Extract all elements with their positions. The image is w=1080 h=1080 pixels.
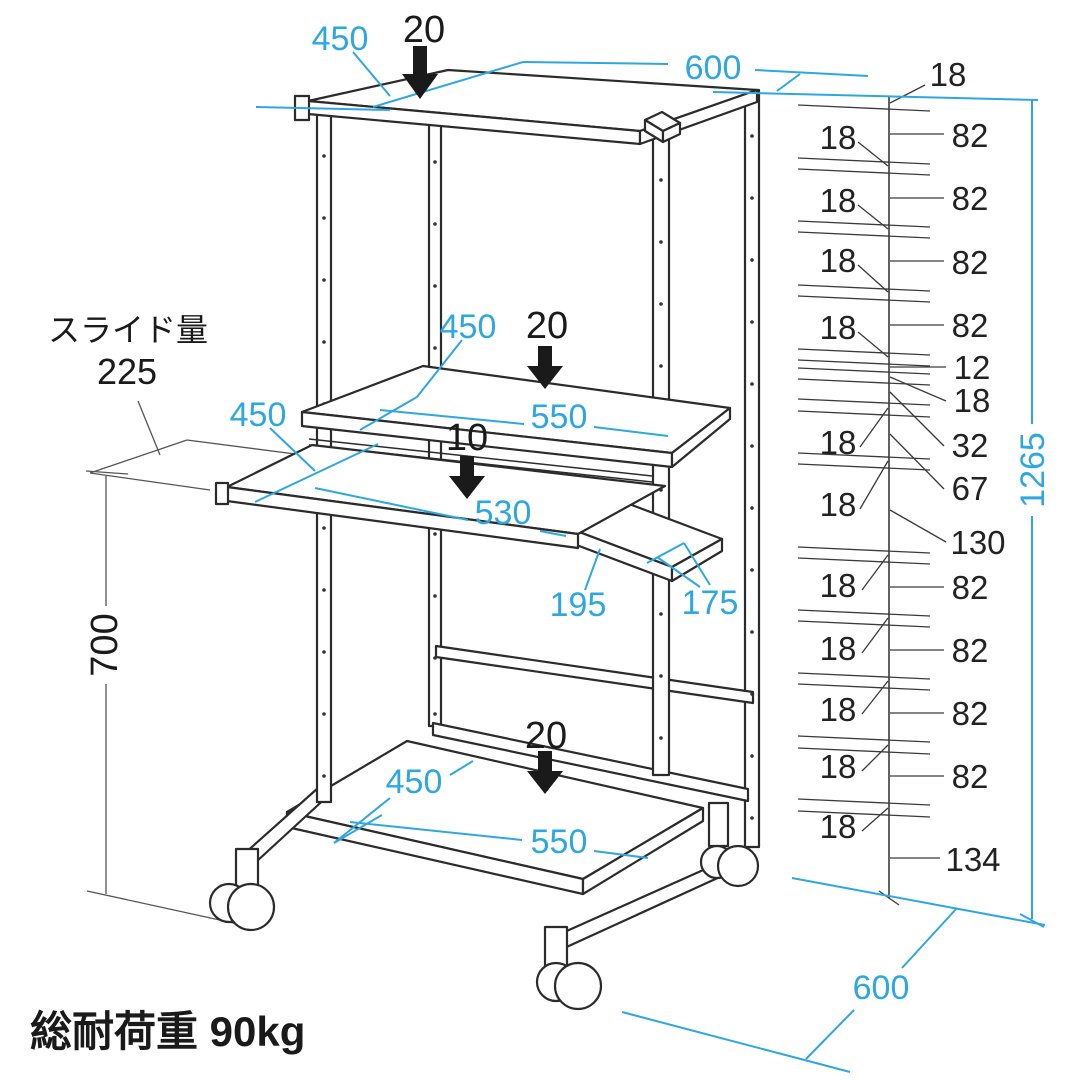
dim-floor-height: 700 bbox=[84, 613, 126, 676]
chain-right-11: 82 bbox=[952, 695, 989, 732]
dim-bottom-width: 550 bbox=[531, 823, 588, 861]
dim-bottom-thickness: 20 bbox=[525, 715, 567, 757]
cyan-dimension-lines bbox=[254, 51, 1046, 1073]
dim-bottom-depth: 450 bbox=[386, 763, 443, 801]
chain-right-9: 82 bbox=[952, 569, 989, 606]
chain-right-8: 130 bbox=[950, 524, 1005, 561]
sliding-tray bbox=[214, 443, 667, 550]
caster-front-left-wheel bbox=[226, 882, 276, 932]
dim-side-right: 175 bbox=[682, 584, 739, 622]
dim-tray-depth: 450 bbox=[230, 396, 287, 434]
dim-height-total: 1265 bbox=[1014, 432, 1052, 508]
dim-top-thickness: 20 bbox=[403, 9, 445, 51]
arrow-bottom-icon bbox=[527, 751, 563, 794]
chain-left-0: 18 bbox=[820, 119, 857, 156]
floor-height-dimension bbox=[85, 470, 239, 925]
chain-left-1: 18 bbox=[820, 182, 857, 219]
dim-mid-thickness: 20 bbox=[526, 305, 568, 347]
chain-right-0: 82 bbox=[952, 117, 989, 154]
chain-right-7: 67 bbox=[952, 470, 989, 507]
chain-left-2: 18 bbox=[820, 242, 857, 279]
chain-right-1: 82 bbox=[952, 180, 989, 217]
chain-right-4: 12 bbox=[954, 349, 991, 386]
dim-top-depth: 450 bbox=[312, 20, 369, 58]
caster-front-right-wheel bbox=[553, 961, 603, 1011]
labels: 450 20 600 450 20 550 450 10 530 195 175… bbox=[30, 9, 1052, 1055]
chain-right-3: 82 bbox=[952, 307, 989, 344]
chain-left-5: 18 bbox=[820, 486, 857, 523]
chain-right-5: 18 bbox=[954, 382, 991, 419]
bottom-shelf bbox=[285, 739, 705, 896]
chain-right-12: 82 bbox=[952, 758, 989, 795]
dim-top-width: 600 bbox=[685, 49, 742, 87]
arrow-tray-icon bbox=[449, 456, 485, 499]
caster-rear-right-wheel bbox=[716, 844, 760, 888]
chain-left-8: 18 bbox=[820, 691, 857, 728]
dim-mid-depth: 450 bbox=[440, 308, 497, 346]
chain-left-10: 18 bbox=[820, 808, 857, 845]
back-rails bbox=[431, 644, 755, 803]
chain-right-2: 82 bbox=[952, 244, 989, 281]
arrow-mid-icon bbox=[527, 346, 563, 389]
chain-right-10: 82 bbox=[952, 632, 989, 669]
chain-left-4: 18 bbox=[820, 424, 857, 461]
arrow-top-icon bbox=[402, 46, 438, 99]
chain-right-13: 134 bbox=[945, 841, 1000, 878]
chain-left-7: 18 bbox=[820, 630, 857, 667]
base-frame bbox=[208, 786, 760, 1011]
phantom-slide-outline bbox=[89, 400, 304, 491]
chain-left-9: 18 bbox=[820, 748, 857, 785]
slide-amount-label: スライド量 bbox=[48, 312, 208, 348]
dimension-chain bbox=[797, 84, 947, 906]
load-capacity-label: 総耐荷重 90kg bbox=[30, 1008, 305, 1055]
thickness-arrows bbox=[402, 46, 563, 794]
chain-right-6: 32 bbox=[952, 427, 989, 464]
dim-base-depth: 600 bbox=[853, 969, 910, 1007]
slide-amount-value: 225 bbox=[97, 351, 157, 392]
dim-tray-thickness: 10 bbox=[446, 417, 488, 459]
chain-left-6: 18 bbox=[820, 567, 857, 604]
dim-side-left: 195 bbox=[550, 586, 607, 624]
chain-left-3: 18 bbox=[820, 309, 857, 346]
dim-mid-width: 550 bbox=[531, 398, 588, 436]
chain-top: 18 bbox=[930, 56, 967, 93]
dim-tray-width: 530 bbox=[475, 494, 532, 532]
